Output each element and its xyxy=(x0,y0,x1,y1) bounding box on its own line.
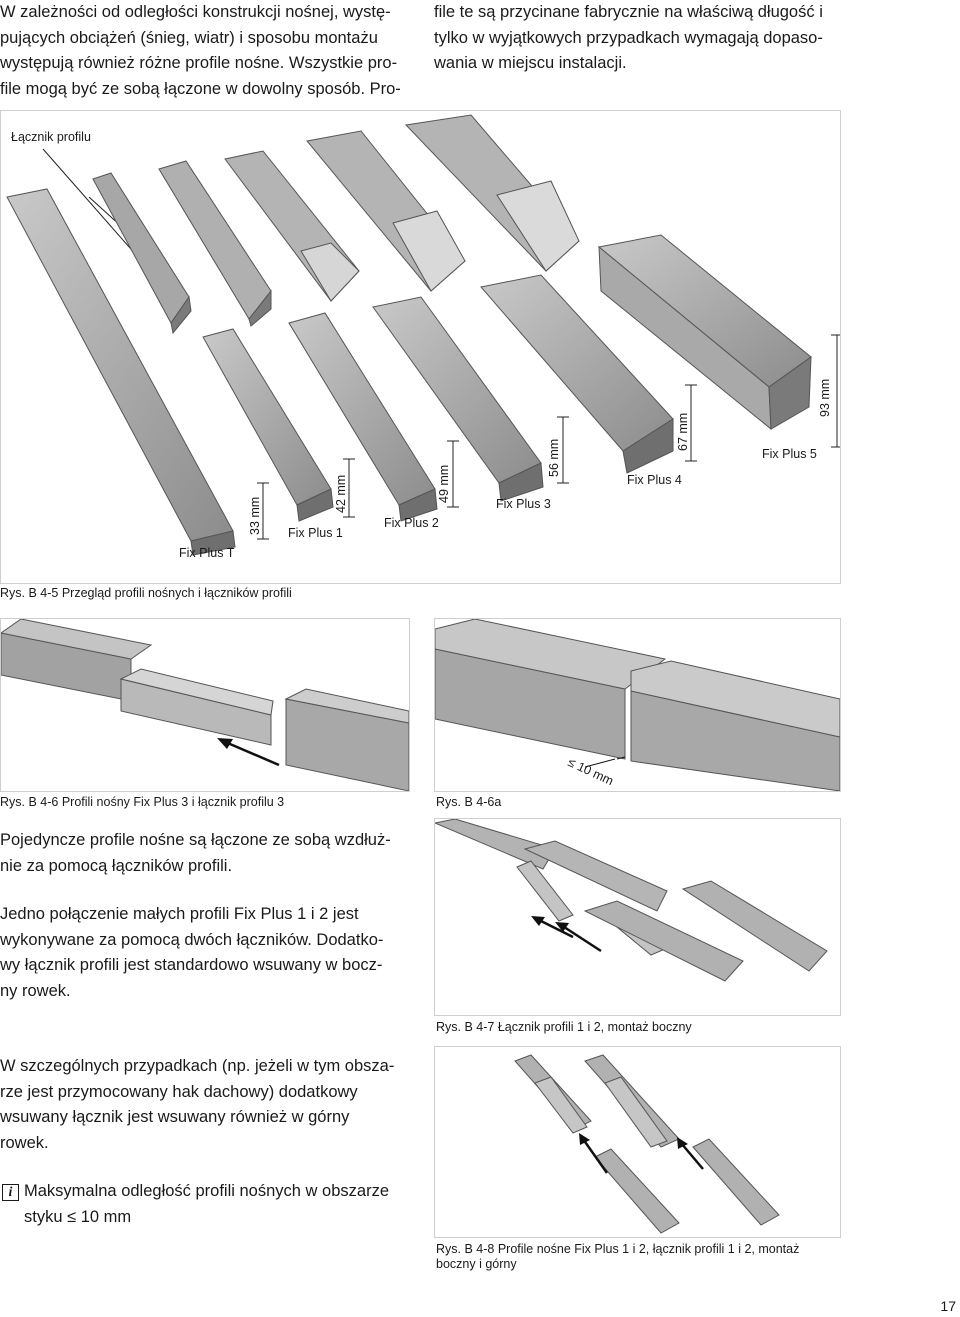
connector-5 xyxy=(404,114,580,272)
figure-caption-b47: Rys. B 4-7 Łącznik profili 1 i 2, montaż… xyxy=(436,1020,692,1034)
figure-caption-b48: Rys. B 4-8 Profile nośne Fix Plus 1 i 2,… xyxy=(436,1242,836,1272)
profile-label-fix-plus-5: Fix Plus 5 xyxy=(762,447,817,461)
paragraph-line: wsuwany łącznik jest wsuwany również w g… xyxy=(0,1108,350,1126)
figure-side-and-top-mount xyxy=(434,1046,841,1238)
paragraph-line: rze jest przymocowany hak dachowy) dodat… xyxy=(0,1082,358,1101)
rail-fix-plus-t xyxy=(6,188,236,556)
paragraph-line: nie za pomocą łączników profili. xyxy=(0,856,233,875)
side-mount-illustration xyxy=(435,819,828,982)
intro-line: file mogą być ze sobą łączone w dowolny … xyxy=(0,79,401,98)
rail-fix-plus-5 xyxy=(597,234,812,431)
profile-label-fix-plus-3: Fix Plus 3 xyxy=(496,497,551,511)
connector-3 xyxy=(224,150,360,302)
connector-fix-plus-3-illustration xyxy=(1,619,409,791)
connector-4 xyxy=(306,130,466,292)
figure-caption-b46: Rys. B 4-6 Profili nośny Fix Plus 3 i łą… xyxy=(0,795,285,809)
figure-caption-b46a: Rys. B 4-6a xyxy=(436,795,502,809)
arrow xyxy=(560,923,602,953)
intro-line: tylko w wyjątkowych przypadkach wymagają… xyxy=(434,28,823,47)
profile-label-fix-plus-1: Fix Plus 1 xyxy=(288,526,343,540)
dimension-label-fix-plus-t: 33 mm xyxy=(248,497,262,535)
paragraph-line: Pojedyncze profile nośne są łączone ze s… xyxy=(0,831,391,849)
dimension-label-fix-plus-4: 67 mm xyxy=(676,413,690,451)
arrow xyxy=(581,1138,609,1174)
paragraph-line: ny rowek. xyxy=(0,981,71,1000)
arrow-head xyxy=(217,738,233,749)
dimension-marker xyxy=(257,334,840,540)
rail-fix-plus-3 xyxy=(372,296,544,502)
paragraph-line: rowek. xyxy=(0,1133,49,1152)
profile-label-fix-plus-t: Fix Plus T xyxy=(179,546,235,560)
info-icon: i xyxy=(2,1184,19,1201)
info-note: Maksymalna odległość profili nośnych w o… xyxy=(24,1179,414,1230)
note-line: styku ≤ 10 mm xyxy=(24,1207,132,1226)
profile-label-fix-plus-2: Fix Plus 2 xyxy=(384,516,439,530)
profile-label-fix-plus-4: Fix Plus 4 xyxy=(627,473,682,487)
side-and-top-mount-illustration xyxy=(514,1054,780,1234)
gap-detail-illustration: ≤ 10 mm xyxy=(435,619,840,791)
figure-connector-fix-plus-3 xyxy=(0,618,410,792)
intro-line: pujących obciążeń (śnieg, wiatr) i sposo… xyxy=(0,28,378,47)
dimension-label-fix-plus-1: 42 mm xyxy=(334,475,348,513)
caption-line: Rys. B 4-8 Profile nośne Fix Plus 1 i 2,… xyxy=(436,1242,800,1256)
arrow xyxy=(222,739,280,767)
intro-line: W zależności od odległości konstrukcji n… xyxy=(0,3,391,21)
figure-caption-b45: Rys. B 4-5 Przegląd profili nośnych i łą… xyxy=(0,586,292,600)
dimension-label-fix-plus-2: 49 mm xyxy=(437,465,451,503)
profile-overview-illustration: 33 mm 42 mm 49 mm 56 mm 67 mm 93 mm Fix … xyxy=(6,114,840,560)
arrow-head xyxy=(531,916,545,926)
rail-fix-plus-1 xyxy=(202,328,334,522)
figure-side-mount xyxy=(434,818,841,1016)
arrow-head xyxy=(677,1137,688,1149)
arrow-head xyxy=(579,1133,590,1145)
intro-column-1: W zależności od odległości konstrukcji n… xyxy=(0,0,410,102)
paragraph-line: wykonywane za pomocą dwóch łączników. Do… xyxy=(0,930,384,949)
caption-line: boczny i górny xyxy=(436,1257,517,1271)
paragraph-profiles-joined: Pojedyncze profile nośne są łączone ze s… xyxy=(0,828,410,879)
gap-label: ≤ 10 mm xyxy=(566,755,616,788)
page-number: 17 xyxy=(940,1298,956,1314)
intro-line: wania w miejscu instalacji. xyxy=(434,54,627,72)
dimension-label-fix-plus-5: 93 mm xyxy=(818,379,832,417)
arrow xyxy=(680,1142,704,1170)
figure-gap-detail: ≤ 10 mm xyxy=(434,618,841,792)
paragraph-line: W szczególnych przypadkach (np. jeżeli w… xyxy=(0,1057,395,1075)
paragraph-special-cases: W szczególnych przypadkach (np. jeżeli w… xyxy=(0,1054,410,1156)
dimension-label-fix-plus-3: 56 mm xyxy=(547,439,561,477)
paragraph-line: wy łącznik profili jest standardowo wsuw… xyxy=(0,956,383,974)
connector-1 xyxy=(92,172,192,335)
paragraph-line: Jedno połączenie małych profili Fix Plus… xyxy=(0,905,359,923)
figure-profile-overview: 33 mm 42 mm 49 mm 56 mm 67 mm 93 mm Fix … xyxy=(0,110,841,584)
rail-fix-plus-2 xyxy=(288,312,438,522)
arrow-head xyxy=(555,922,569,932)
arrow xyxy=(536,917,574,939)
paragraph-two-connectors: Jedno połączenie małych profili Fix Plus… xyxy=(0,902,410,1004)
connector-label: Łącznik profilu xyxy=(11,130,91,144)
intro-line: występują również różne profile nośne. W… xyxy=(0,54,398,72)
intro-line: file te są przycinane fabrycznie na właś… xyxy=(434,3,823,21)
intro-column-2: file te są przycinane fabrycznie na właś… xyxy=(434,0,854,77)
rail-fix-plus-4 xyxy=(480,274,674,474)
note-line: Maksymalna odległość profili nośnych w o… xyxy=(24,1182,389,1200)
connector-2 xyxy=(158,160,272,327)
